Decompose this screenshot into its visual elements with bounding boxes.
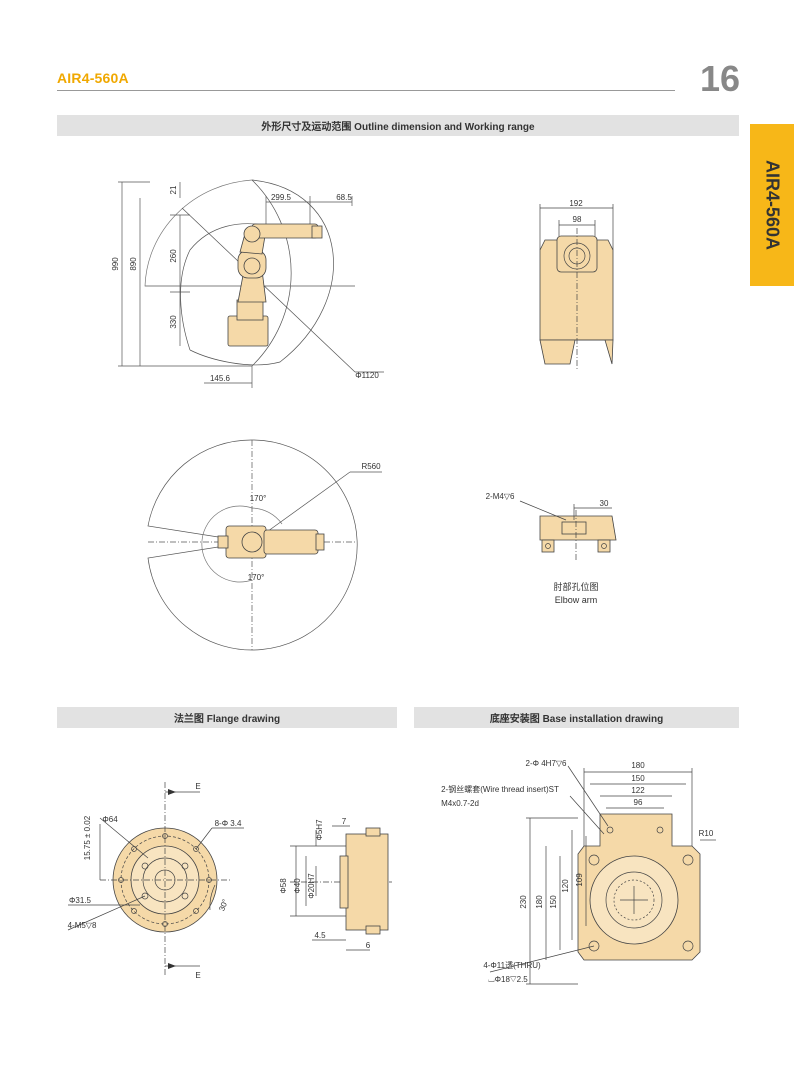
header-rule <box>57 90 675 91</box>
dim-m4: 2-M4▽6 <box>486 492 515 501</box>
dim-r10: R10 <box>699 829 714 838</box>
section-base-title: 底座安装图 Base installation drawing <box>489 714 664 725</box>
dim-299-5: 299.5 <box>271 193 292 202</box>
section-outline-title: 外形尺寸及运动范围 Outline dimension and Working … <box>261 122 535 133</box>
elbow-caption-en: Elbow arm <box>554 595 598 605</box>
dim-120: 120 <box>561 879 570 893</box>
dim-counterbore: ⌴Φ18▽2.5 <box>488 975 528 984</box>
dim-thru: 4-Φ11透(THRU) <box>483 961 541 970</box>
dim-m4x07: M4x0.7-2d <box>441 799 479 808</box>
dim-192: 192 <box>569 199 583 208</box>
dim-h4: 2-Φ 4H7▽6 <box>526 759 568 768</box>
dim-96: 96 <box>634 798 643 807</box>
dim-98: 98 <box>573 215 582 224</box>
dim-145-6: 145.6 <box>210 374 231 383</box>
section-e-top: E <box>195 782 200 791</box>
dim-7: 7 <box>342 817 347 826</box>
dim-890: 890 <box>129 257 138 271</box>
dim-6: 6 <box>366 941 371 950</box>
dim-phi5h7: Φ5H7 <box>315 819 324 841</box>
dim-30deg: 30° <box>217 898 230 912</box>
side-tab: AIR4-560A <box>750 124 794 286</box>
model-title: AIR4-560A <box>57 70 129 86</box>
dim-phi20h7: Φ20H7 <box>307 873 316 899</box>
dim-m5: 4-M5▽8 <box>68 921 97 930</box>
angle-170-bottom: 170° <box>248 573 265 582</box>
dim-insert: 2-钢丝螺套(Wire thread insert)ST <box>441 784 559 794</box>
section-flange-title: 法兰图 Flange drawing <box>173 714 281 725</box>
dim-180-v: 180 <box>535 895 544 909</box>
dim-phi1120: Φ1120 <box>355 371 379 380</box>
dim-phi40: Φ40 <box>293 878 302 894</box>
section-outline-bar: 外形尺寸及运动范围 Outline dimension and Working … <box>57 115 739 136</box>
dim-230: 230 <box>519 895 528 909</box>
dim-150: 150 <box>631 774 645 783</box>
dim-68-5: 68.5 <box>336 193 352 202</box>
dim-21: 21 <box>169 185 178 194</box>
dim-330: 330 <box>169 315 178 329</box>
dim-180: 180 <box>631 761 645 770</box>
dim-r560: R560 <box>361 462 381 471</box>
dim-260: 260 <box>169 249 178 263</box>
dim-990: 990 <box>111 257 120 271</box>
dim-4-5: 4.5 <box>314 931 326 940</box>
dim-15-75: 15.75 ± 0.02 <box>83 815 92 860</box>
dim-holes: 8-Φ 3.4 <box>215 819 242 828</box>
section-e-bottom: E <box>195 971 200 980</box>
dim-phi64: Φ64 <box>102 815 118 824</box>
dim-109: 109 <box>575 873 584 887</box>
dim-122: 122 <box>631 786 645 795</box>
dim-phi31-5: Φ31.5 <box>69 896 92 905</box>
dim-150-v: 150 <box>549 895 558 909</box>
section-base-bar: 底座安装图 Base installation drawing <box>414 707 739 728</box>
page-number: 16 <box>700 58 741 99</box>
dim-30: 30 <box>600 499 609 508</box>
dim-phi58: Φ58 <box>279 878 288 894</box>
angle-170-top: 170° <box>250 494 267 503</box>
elbow-caption-cn: 肘部孔位图 <box>553 582 599 592</box>
section-flange-bar: 法兰图 Flange drawing <box>57 707 397 728</box>
